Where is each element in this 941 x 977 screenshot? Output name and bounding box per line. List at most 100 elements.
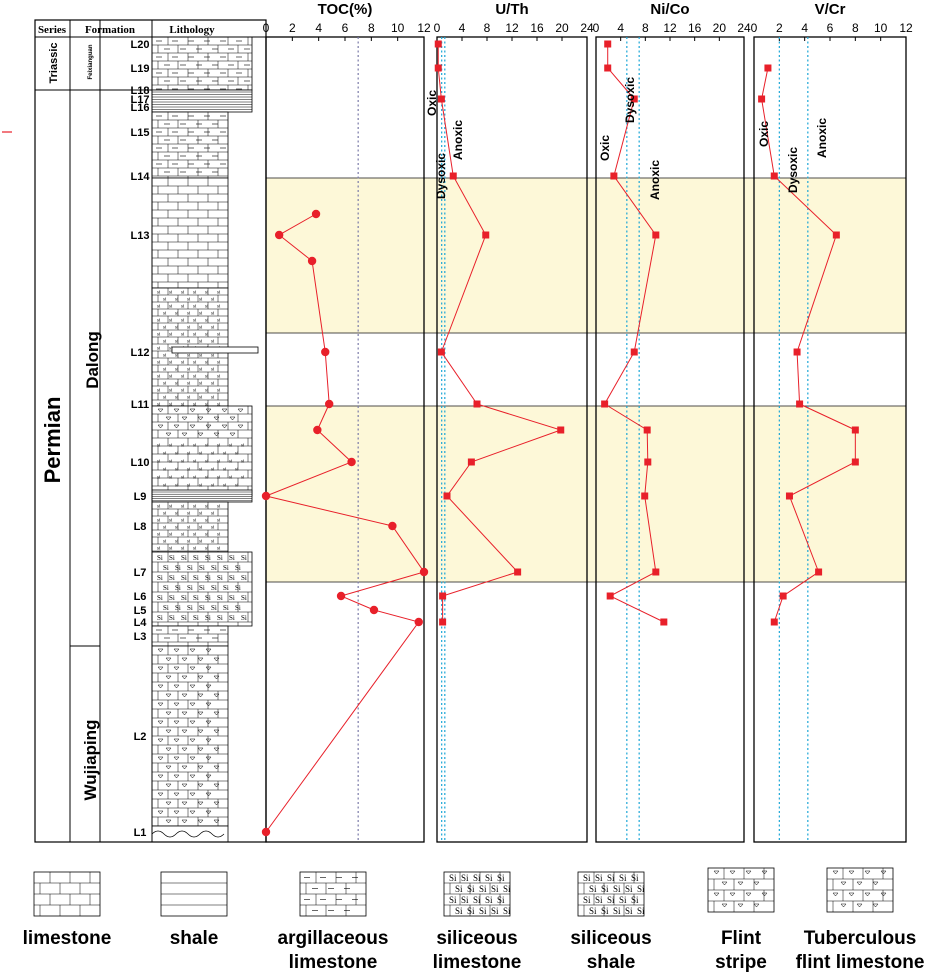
lith-mark bbox=[856, 903, 863, 908]
lith-mark: Si bbox=[503, 906, 511, 916]
lith-mark bbox=[753, 881, 760, 886]
tick-label: 4 bbox=[617, 21, 624, 35]
lith-mark: si bbox=[217, 505, 221, 510]
data-point bbox=[643, 426, 651, 434]
lith-mark bbox=[165, 801, 172, 806]
lith-unit bbox=[151, 825, 229, 843]
legend-label: stripe bbox=[715, 952, 767, 973]
anoxic-label: Anoxic bbox=[815, 118, 829, 158]
highlight-band bbox=[265, 177, 907, 334]
anoxic-label: Anoxic bbox=[648, 160, 662, 200]
lith-mark: Si bbox=[467, 884, 475, 894]
layer-label: L7 bbox=[134, 567, 147, 579]
data-point bbox=[274, 230, 284, 240]
lith-mark: si bbox=[217, 403, 221, 408]
lith-mark bbox=[173, 774, 180, 779]
tick-label: 0 bbox=[593, 21, 600, 35]
lith-mark: Si bbox=[473, 873, 481, 883]
lith-mark bbox=[205, 810, 212, 815]
lith-unit bbox=[151, 89, 253, 113]
lith-mark: Si bbox=[175, 584, 181, 592]
lith-mark: Si bbox=[583, 895, 591, 905]
lith-mark bbox=[213, 801, 220, 806]
lith-mark: si bbox=[175, 512, 179, 517]
tick-label: 8 bbox=[368, 21, 375, 35]
lith-mark bbox=[721, 903, 728, 908]
lith-mark: si bbox=[193, 361, 197, 366]
data-point bbox=[815, 568, 823, 576]
lith-mark: Si bbox=[589, 884, 597, 894]
lith-mark bbox=[173, 424, 180, 429]
lith-mark bbox=[880, 870, 887, 875]
formation-label: Feixianguan bbox=[88, 44, 94, 79]
lith-mark: si bbox=[157, 305, 161, 310]
lith-unit bbox=[151, 501, 229, 553]
lith-mark: si bbox=[223, 467, 227, 472]
lith-mark bbox=[237, 424, 244, 429]
lith-mark bbox=[189, 792, 196, 797]
lith-mark: Si bbox=[229, 614, 235, 622]
legend-label: siliceous bbox=[570, 928, 651, 949]
lith-unit bbox=[151, 111, 229, 179]
lith-mark bbox=[197, 747, 204, 752]
lith-mark: Si bbox=[163, 604, 169, 612]
lith-mark: si bbox=[163, 368, 167, 373]
lith-mark: si bbox=[205, 533, 209, 538]
lith-mark bbox=[848, 892, 855, 897]
lith-mark bbox=[173, 648, 180, 653]
lith-mark: si bbox=[157, 361, 161, 366]
lith-mark: si bbox=[169, 533, 173, 538]
tick-label: 8 bbox=[852, 21, 859, 35]
lith-mark: si bbox=[181, 403, 185, 408]
dysoxic-label: Dysoxic bbox=[623, 77, 637, 123]
lith-mark bbox=[181, 675, 188, 680]
dysoxic-label: Dysoxic bbox=[434, 153, 448, 199]
lith-mark: si bbox=[163, 396, 167, 401]
lith-mark: Si bbox=[205, 614, 211, 622]
lith-mark: Si bbox=[157, 614, 163, 622]
lith-mark bbox=[173, 684, 180, 689]
layer-label: L1 bbox=[134, 827, 147, 839]
lith-mark: si bbox=[187, 326, 191, 331]
lith-mark: si bbox=[205, 333, 209, 338]
lith-mark: si bbox=[169, 443, 173, 448]
lith-mark: si bbox=[163, 354, 167, 359]
lith-mark: si bbox=[205, 319, 209, 324]
lith-mark bbox=[165, 747, 172, 752]
data-point bbox=[557, 426, 565, 434]
lith-mark: Si bbox=[619, 873, 627, 883]
lith-mark bbox=[181, 819, 188, 824]
lith-mark bbox=[173, 408, 180, 413]
lith-mark: Si bbox=[199, 584, 205, 592]
lith-mark: si bbox=[241, 443, 245, 448]
lith-mark bbox=[157, 424, 164, 429]
lith-mark bbox=[173, 792, 180, 797]
lith-mark: si bbox=[169, 305, 173, 310]
lith-mark: si bbox=[163, 382, 167, 387]
lith-mark: si bbox=[199, 396, 203, 401]
lith-mark: si bbox=[193, 443, 197, 448]
lith-mark: si bbox=[217, 533, 221, 538]
lith-mark: si bbox=[199, 298, 203, 303]
layer-label: L11 bbox=[131, 399, 149, 411]
data-point bbox=[311, 209, 321, 219]
data-point bbox=[261, 827, 271, 837]
lith-mark: Si bbox=[449, 873, 457, 883]
lith-mark: si bbox=[181, 291, 185, 296]
lith-mark: si bbox=[205, 459, 209, 464]
lith-mark: si bbox=[199, 512, 203, 517]
lith-mark: si bbox=[163, 326, 167, 331]
lith-mark: Si bbox=[235, 584, 241, 592]
lith-mark: si bbox=[199, 467, 203, 472]
lith-mark bbox=[181, 747, 188, 752]
lith-mark: si bbox=[205, 389, 209, 394]
lith-mark: Si bbox=[187, 604, 193, 612]
data-point bbox=[307, 256, 317, 266]
lith-mark bbox=[205, 648, 212, 653]
layer-label: L14 bbox=[131, 171, 151, 183]
